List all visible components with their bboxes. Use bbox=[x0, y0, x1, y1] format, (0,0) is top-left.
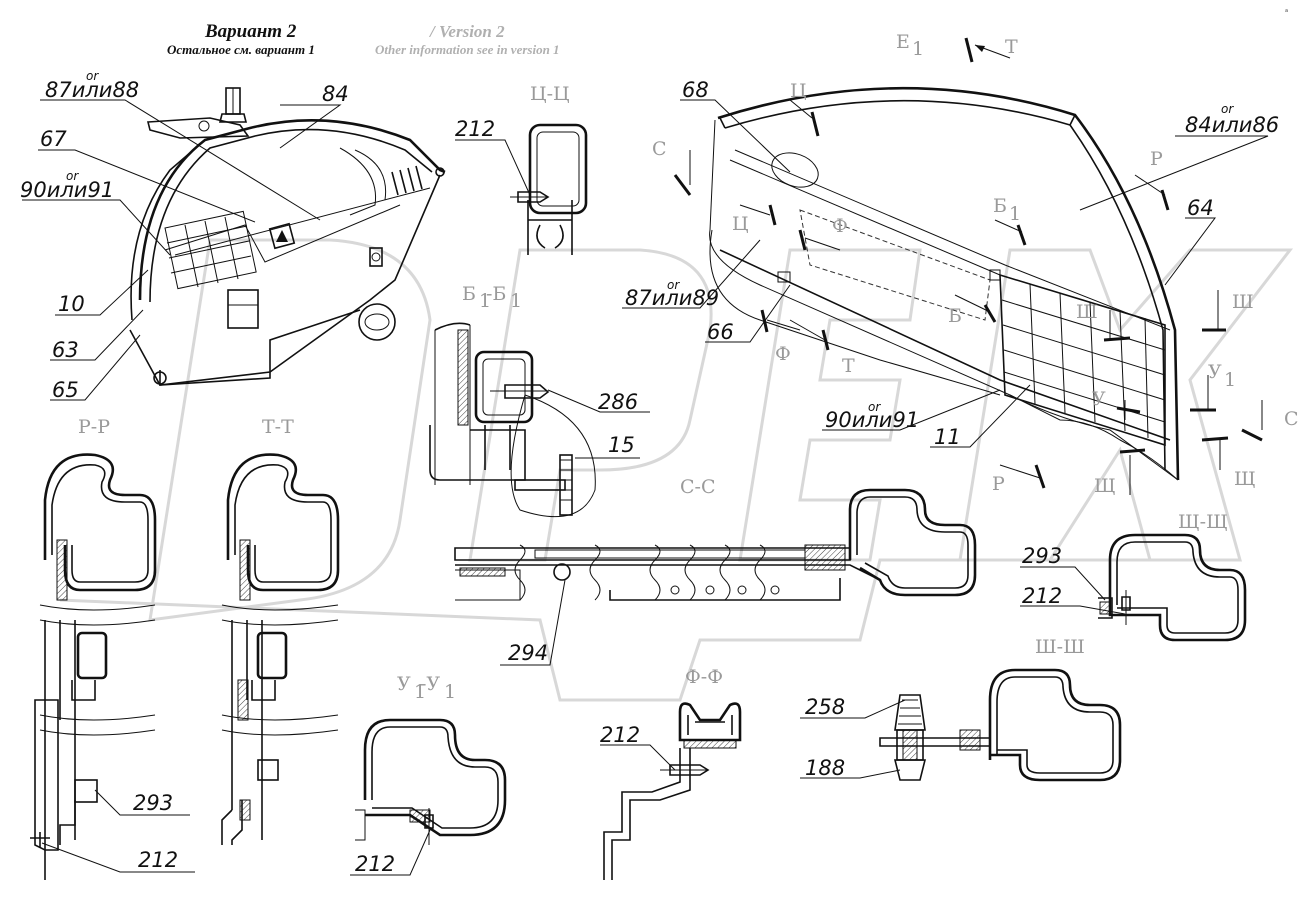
corner-mark: a bbox=[1285, 8, 1288, 14]
section-label-b1b1-sub1: 1 bbox=[479, 290, 491, 312]
section-label-u1u1: У bbox=[397, 673, 411, 695]
mark-u-inner: У bbox=[1092, 388, 1106, 410]
callout-258: 258 bbox=[805, 695, 845, 719]
mark-sh-inner: Ш bbox=[1076, 301, 1098, 323]
section-b1b1 bbox=[429, 322, 650, 518]
callout-15: 15 bbox=[608, 433, 635, 457]
or-87-right: or bbox=[667, 278, 680, 292]
callout-63: 63 bbox=[52, 338, 79, 362]
mark-e1-sub: 1 bbox=[912, 38, 924, 60]
rotating-beacon-icon bbox=[218, 87, 248, 123]
section-label-rr: Р-Р bbox=[78, 416, 110, 438]
or-90-right: or bbox=[868, 400, 881, 414]
mark-b: Б bbox=[948, 305, 962, 327]
callout-212-top: 212 bbox=[455, 117, 495, 141]
callout-67: 67 bbox=[40, 127, 67, 151]
mark-s-left: С bbox=[652, 138, 667, 160]
mark-sh-right: Ш bbox=[1232, 291, 1254, 313]
section-shch bbox=[1020, 533, 1247, 642]
or-90-left: or bbox=[66, 169, 79, 183]
callout-leaders-left bbox=[22, 99, 342, 401]
section-label-u1u1-sub2: 1 bbox=[444, 681, 456, 703]
callout-293-right: 293 bbox=[1022, 544, 1062, 568]
mark-u1: У bbox=[1208, 361, 1222, 383]
section-u1u1 bbox=[350, 718, 507, 876]
section-label-u1u1-dash: -У bbox=[420, 673, 440, 695]
callout-84or86: 84или86 bbox=[1185, 113, 1279, 137]
section-label-shch: Щ-Щ bbox=[1178, 511, 1228, 533]
callout-188: 188 bbox=[805, 756, 845, 780]
callout-84: 84 bbox=[322, 82, 349, 106]
callout-90or91-left: 90или91 bbox=[20, 178, 114, 202]
subtitle-ru: Остальное см. вариант 1 bbox=[167, 42, 315, 57]
callout-286: 286 bbox=[598, 390, 638, 414]
mark-e1: Е bbox=[896, 31, 910, 53]
section-label-b1b1-sub2: 1 bbox=[510, 290, 522, 312]
callout-87or89: 87или89 bbox=[625, 286, 719, 310]
section-tt bbox=[221, 453, 340, 845]
callout-294: 294 bbox=[508, 641, 548, 665]
mark-shch-right: Щ bbox=[1234, 468, 1256, 490]
callout-leaders-right bbox=[622, 99, 1269, 448]
mark-r-top: Р bbox=[1150, 148, 1163, 170]
section-label-b1b1-dash: -Б bbox=[486, 283, 506, 305]
section-label-shsh: Ш-Ш bbox=[1035, 636, 1085, 658]
callout-90or91-right: 90или91 bbox=[825, 408, 919, 432]
section-label-ff: Ф-Ф bbox=[685, 666, 723, 688]
callout-10: 10 bbox=[58, 292, 85, 316]
or-87: or bbox=[86, 69, 99, 83]
mark-u1-sub: 1 bbox=[1224, 369, 1236, 391]
callout-87or88: 87или88 bbox=[45, 78, 139, 102]
mark-ts-left: Ц bbox=[732, 213, 749, 235]
callout-11: 11 bbox=[934, 425, 961, 449]
roof-detail-view bbox=[709, 86, 1180, 481]
mark-t-bottom: Т bbox=[842, 355, 855, 377]
mark-ts-top: Ц bbox=[790, 80, 807, 102]
mark-b1-sub: 1 bbox=[1009, 203, 1021, 225]
section-ff bbox=[600, 702, 742, 880]
section-label-b1b1: Б bbox=[462, 283, 476, 305]
section-tsts bbox=[455, 123, 588, 255]
or-84: or bbox=[1221, 102, 1234, 116]
roof-assembly-view bbox=[129, 87, 446, 386]
callout-66: 66 bbox=[707, 320, 734, 344]
mark-f-bottom: Ф bbox=[775, 343, 791, 365]
section-label-cc: С-С bbox=[680, 476, 716, 498]
callout-212-f: 212 bbox=[600, 723, 640, 747]
callout-212-u: 212 bbox=[355, 852, 395, 876]
title-ru: Вариант 2 bbox=[204, 21, 297, 42]
mark-r-bottom: Р bbox=[992, 473, 1005, 495]
title-en: / Version 2 bbox=[428, 22, 505, 41]
warning-sign-icon bbox=[268, 222, 296, 250]
section-cc bbox=[454, 488, 977, 666]
callout-212-right: 212 bbox=[1022, 584, 1062, 608]
mark-b1: Б bbox=[993, 195, 1007, 217]
callout-64: 64 bbox=[1187, 196, 1214, 220]
grille-right bbox=[999, 273, 1166, 447]
light-housing bbox=[358, 303, 396, 341]
grille bbox=[164, 210, 257, 290]
section-label-tt: Т-Т bbox=[262, 416, 294, 438]
callout-65: 65 bbox=[52, 378, 79, 402]
mark-s-right: С bbox=[1284, 408, 1299, 430]
callout-68: 68 bbox=[682, 78, 709, 102]
section-shsh bbox=[800, 668, 1122, 782]
watermark-logo bbox=[59, 238, 1294, 702]
subtitle-en: Other information see in version 1 bbox=[375, 42, 560, 57]
callout-212-left: 212 bbox=[138, 848, 178, 872]
callout-293-left: 293 bbox=[133, 791, 173, 815]
section-label-u1u1-sub1: 1 bbox=[414, 681, 426, 703]
mark-t-top: Т bbox=[1005, 36, 1018, 58]
mark-f-top: Ф bbox=[832, 215, 848, 237]
mark-shch-bottom: Щ bbox=[1094, 475, 1116, 497]
section-rr bbox=[30, 453, 195, 880]
section-label-tsts: Ц-Ц bbox=[530, 83, 570, 105]
